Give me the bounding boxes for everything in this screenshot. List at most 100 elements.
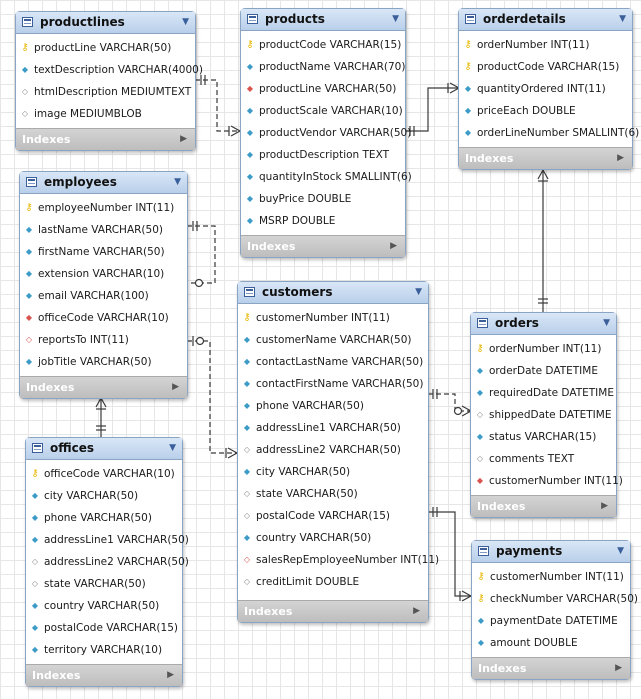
column-row[interactable]: ◇state VARCHAR(50) xyxy=(26,573,182,595)
column-row[interactable]: ◆priceEach DOUBLE xyxy=(459,100,632,122)
column-row[interactable]: ◆status VARCHAR(15) xyxy=(471,426,616,448)
expand-arrow-icon[interactable]: ▶ xyxy=(180,134,187,144)
column-row[interactable]: ◇salesRepEmployeeNumber INT(11) xyxy=(238,549,439,571)
table-header[interactable]: payments ▼ xyxy=(472,541,630,563)
column-row[interactable]: ◆territory VARCHAR(10) xyxy=(26,639,182,661)
column-row[interactable]: ◇reportsTo INT(11) xyxy=(20,329,187,351)
collapse-arrow-icon[interactable]: ▼ xyxy=(174,177,181,187)
table-customers[interactable]: customers ▼ ⚷customerNumber INT(11)◆cust… xyxy=(237,281,439,623)
collapse-arrow-icon[interactable]: ▼ xyxy=(617,546,624,556)
column-row[interactable]: ◆customerName VARCHAR(50) xyxy=(238,329,428,351)
column-row[interactable]: ◇shippedDate DATETIME xyxy=(471,404,616,426)
table-header[interactable]: products ▼ xyxy=(241,9,405,31)
column-row[interactable]: ◆email VARCHAR(100) xyxy=(20,285,187,307)
collapse-arrow-icon[interactable]: ▼ xyxy=(392,14,399,24)
indexes-section[interactable]: Indexes▶ xyxy=(16,128,195,150)
column-row[interactable]: ◇htmlDescription MEDIUMTEXT xyxy=(16,81,195,103)
expand-arrow-icon[interactable]: ▶ xyxy=(617,153,624,163)
expand-arrow-icon[interactable]: ▶ xyxy=(172,382,179,392)
indexes-section[interactable]: Indexes▶ xyxy=(459,147,632,169)
column-row[interactable]: ◆city VARCHAR(50) xyxy=(26,485,182,507)
column-row[interactable]: ◆productScale VARCHAR(10) xyxy=(241,100,405,122)
table-header[interactable]: employees ▼ xyxy=(20,172,187,194)
column-row[interactable]: ⚷productLine VARCHAR(50) xyxy=(16,37,195,59)
column-row[interactable]: ◆phone VARCHAR(50) xyxy=(26,507,182,529)
column-row[interactable]: ◆addressLine1 VARCHAR(50) xyxy=(26,529,189,551)
column-row[interactable]: ◆buyPrice DOUBLE xyxy=(241,188,405,210)
indexes-section[interactable]: Indexes▶ xyxy=(238,600,428,622)
collapse-arrow-icon[interactable]: ▼ xyxy=(182,17,189,27)
indexes-section[interactable]: Indexes▶ xyxy=(471,495,616,517)
column-row[interactable]: ⚷officeCode VARCHAR(10) xyxy=(26,463,182,485)
indexes-section[interactable]: Indexes▶ xyxy=(20,376,187,398)
column-row[interactable]: ◆firstName VARCHAR(50) xyxy=(20,241,187,263)
column-row[interactable]: ◆orderLineNumber SMALLINT(6) xyxy=(459,122,639,144)
expand-arrow-icon[interactable]: ▶ xyxy=(413,606,420,616)
expand-arrow-icon[interactable]: ▶ xyxy=(167,670,174,680)
column-row[interactable]: ◆postalCode VARCHAR(15) xyxy=(26,617,182,639)
column-row[interactable]: ◇state VARCHAR(50) xyxy=(238,483,428,505)
column-row[interactable]: ◇addressLine2 VARCHAR(50) xyxy=(26,551,189,573)
column-label: priceEach DOUBLE xyxy=(477,105,576,117)
collapse-arrow-icon[interactable]: ▼ xyxy=(603,318,610,328)
column-row[interactable]: ◆productDescription TEXT xyxy=(241,144,405,166)
column-row[interactable]: ◆paymentDate DATETIME xyxy=(472,610,630,632)
column-row[interactable]: ◆country VARCHAR(50) xyxy=(238,527,428,549)
table-productlines[interactable]: productlines ▼ ⚷productLine VARCHAR(50)◆… xyxy=(15,11,203,151)
column-row[interactable]: ◇creditLimit DOUBLE xyxy=(238,571,428,593)
column-row[interactable]: ◆quantityOrdered INT(11) xyxy=(459,78,632,100)
column-row[interactable]: ◇postalCode VARCHAR(15) xyxy=(238,505,428,527)
column-row[interactable]: ◆textDescription VARCHAR(4000) xyxy=(16,59,203,81)
column-row[interactable]: ◆requiredDate DATETIME xyxy=(471,382,616,404)
table-header[interactable]: customers ▼ xyxy=(238,282,428,304)
column-row[interactable]: ⚷customerNumber INT(11) xyxy=(472,566,630,588)
table-orders[interactable]: orders ▼ ⚷orderNumber INT(11)◆orderDate … xyxy=(470,312,623,518)
table-header[interactable]: offices ▼ xyxy=(26,438,182,460)
collapse-arrow-icon[interactable]: ▼ xyxy=(169,443,176,453)
table-header[interactable]: productlines ▼ xyxy=(16,12,195,34)
column-row[interactable]: ◇comments TEXT xyxy=(471,448,616,470)
column-row[interactable]: ◆customerNumber INT(11) xyxy=(471,470,623,492)
column-row[interactable]: ⚷employeeNumber INT(11) xyxy=(20,197,187,219)
column-row[interactable]: ◆productLine VARCHAR(50) xyxy=(241,78,405,100)
column-row[interactable]: ◆lastName VARCHAR(50) xyxy=(20,219,187,241)
column-row[interactable]: ◆MSRP DOUBLE xyxy=(241,210,405,232)
column-row[interactable]: ◆phone VARCHAR(50) xyxy=(238,395,428,417)
column-row[interactable]: ◇addressLine2 VARCHAR(50) xyxy=(238,439,428,461)
table-header[interactable]: orders ▼ xyxy=(471,313,616,335)
table-products[interactable]: products ▼ ⚷productCode VARCHAR(15)◆prod… xyxy=(240,8,412,258)
column-row[interactable]: ⚷customerNumber INT(11) xyxy=(238,307,428,329)
column-row[interactable]: ◆addressLine1 VARCHAR(50) xyxy=(238,417,428,439)
column-row[interactable]: ◇image MEDIUMBLOB xyxy=(16,103,195,125)
column-row[interactable]: ⚷checkNumber VARCHAR(50) xyxy=(472,588,638,610)
table-payments[interactable]: payments ▼ ⚷customerNumber INT(11)⚷check… xyxy=(471,540,638,680)
column-row[interactable]: ◆orderDate DATETIME xyxy=(471,360,616,382)
column-row[interactable]: ◆jobTitle VARCHAR(50) xyxy=(20,351,187,373)
collapse-arrow-icon[interactable]: ▼ xyxy=(619,14,626,24)
table-employees[interactable]: employees ▼ ⚷employeeNumber INT(11)◆last… xyxy=(19,171,188,399)
column-row[interactable]: ⚷productCode VARCHAR(15) xyxy=(459,56,632,78)
indexes-section[interactable]: Indexes▶ xyxy=(26,664,182,686)
column-row[interactable]: ◆productVendor VARCHAR(50) xyxy=(241,122,411,144)
column-row[interactable]: ⚷productCode VARCHAR(15) xyxy=(241,34,405,56)
table-header[interactable]: orderdetails ▼ xyxy=(459,9,632,31)
column-row[interactable]: ◆productName VARCHAR(70) xyxy=(241,56,406,78)
indexes-section[interactable]: Indexes▶ xyxy=(241,235,405,257)
column-row[interactable]: ◆contactFirstName VARCHAR(50) xyxy=(238,373,428,395)
column-row[interactable]: ◆country VARCHAR(50) xyxy=(26,595,182,617)
column-row[interactable]: ⚷orderNumber INT(11) xyxy=(459,34,632,56)
column-row[interactable]: ◆city VARCHAR(50) xyxy=(238,461,428,483)
indexes-section[interactable]: Indexes▶ xyxy=(472,657,630,679)
expand-arrow-icon[interactable]: ▶ xyxy=(390,241,397,251)
column-row[interactable]: ◆amount DOUBLE xyxy=(472,632,630,654)
expand-arrow-icon[interactable]: ▶ xyxy=(601,501,608,511)
expand-arrow-icon[interactable]: ▶ xyxy=(615,663,622,673)
column-row[interactable]: ◆extension VARCHAR(10) xyxy=(20,263,187,285)
column-row[interactable]: ◆contactLastName VARCHAR(50) xyxy=(238,351,428,373)
table-orderdetails[interactable]: orderdetails ▼ ⚷orderNumber INT(11)⚷prod… xyxy=(458,8,639,170)
collapse-arrow-icon[interactable]: ▼ xyxy=(415,287,422,297)
table-offices[interactable]: offices ▼ ⚷officeCode VARCHAR(10)◆city V… xyxy=(25,437,189,687)
column-row[interactable]: ⚷orderNumber INT(11) xyxy=(471,338,616,360)
column-row[interactable]: ◆officeCode VARCHAR(10) xyxy=(20,307,187,329)
column-row[interactable]: ◆quantityInStock SMALLINT(6) xyxy=(241,166,412,188)
